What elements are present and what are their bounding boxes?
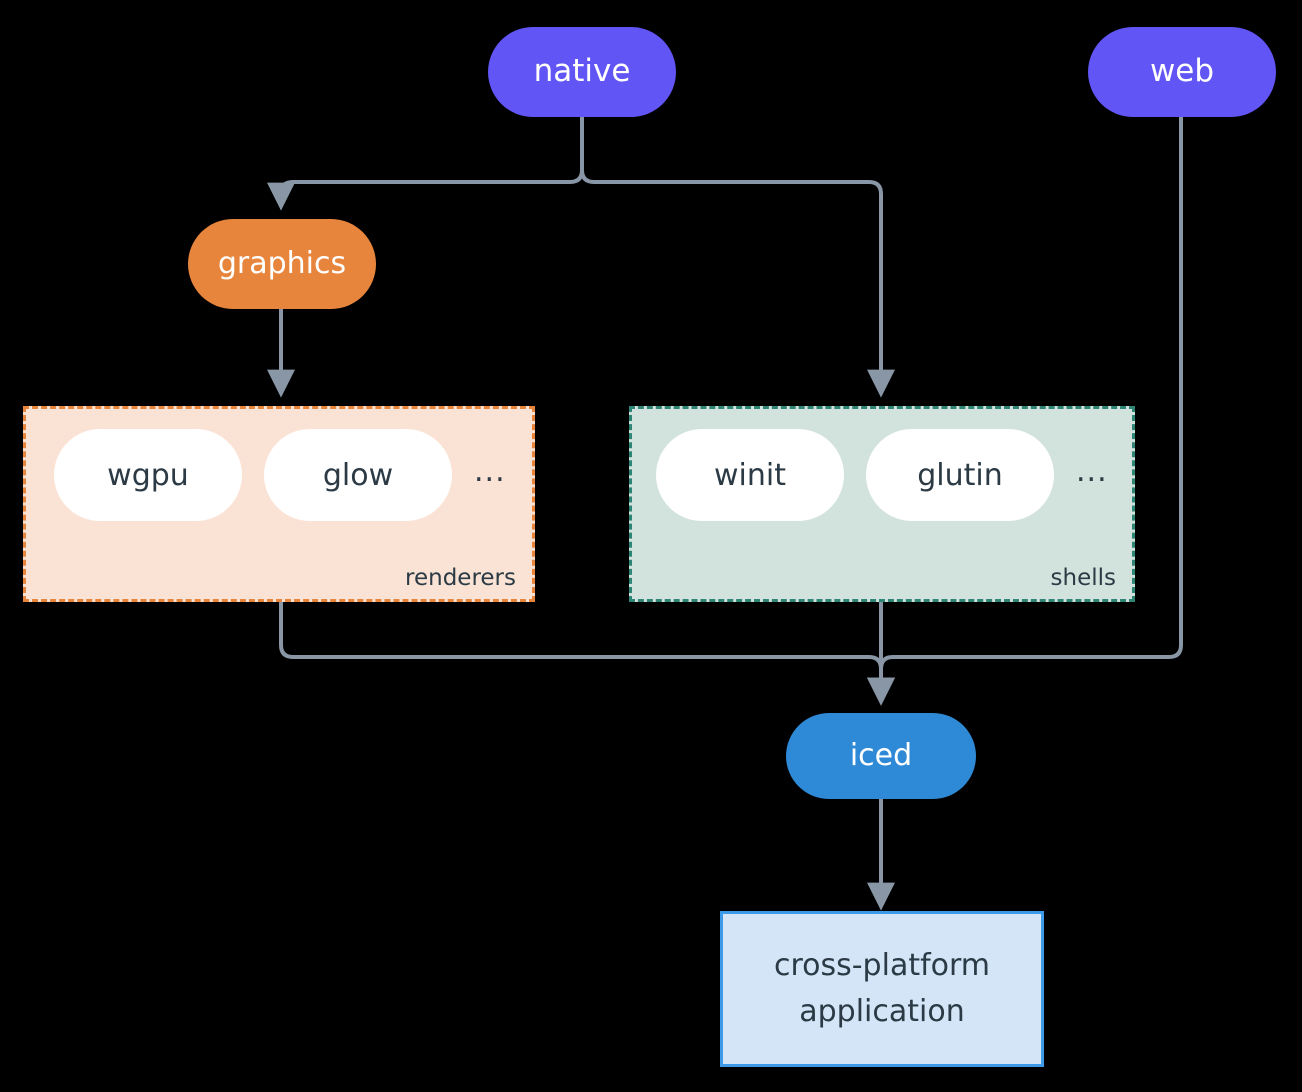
node-native[interactable]: native xyxy=(488,27,676,117)
node-glutin[interactable]: glutin xyxy=(866,429,1054,521)
shells-overflow-ellipsis: ... xyxy=(1076,453,1108,489)
node-glutin-label: glutin xyxy=(917,457,1003,493)
node-iced[interactable]: iced xyxy=(786,713,976,799)
group-renderers[interactable]: wgpu glow ... renderers xyxy=(23,406,535,602)
edge-native-bus xyxy=(267,117,584,211)
group-shells-caption: shells xyxy=(1050,565,1116,591)
node-cross-platform-application[interactable]: cross-platform application xyxy=(720,911,1044,1067)
node-glow-label: glow xyxy=(322,457,394,493)
node-web[interactable]: web xyxy=(1088,27,1276,117)
node-glow[interactable]: glow xyxy=(264,429,452,521)
application-label-line1: cross-platform xyxy=(773,947,991,983)
group-renderers-caption: renderers xyxy=(405,565,516,591)
group-shells-items: winit glutin ... xyxy=(632,429,1132,521)
edge-native-shells xyxy=(580,117,895,398)
application-label-line2: application xyxy=(799,994,965,1029)
node-winit[interactable]: winit xyxy=(656,429,844,521)
node-wgpu-label: wgpu xyxy=(107,457,189,493)
node-graphics[interactable]: graphics xyxy=(188,219,376,309)
node-web-label: web xyxy=(1149,53,1215,90)
node-graphics-label: graphics xyxy=(217,245,347,281)
node-wgpu[interactable]: wgpu xyxy=(54,429,242,521)
node-winit-label: winit xyxy=(714,457,786,493)
edge-web-iced xyxy=(867,117,1183,706)
renderers-overflow-ellipsis: ... xyxy=(474,453,506,489)
node-iced-label: iced xyxy=(849,737,913,773)
group-renderers-items: wgpu glow ... xyxy=(26,429,532,521)
group-shells[interactable]: winit glutin ... shells xyxy=(629,406,1135,602)
edge-renderers-iced xyxy=(279,602,895,706)
node-native-label: native xyxy=(533,53,631,90)
